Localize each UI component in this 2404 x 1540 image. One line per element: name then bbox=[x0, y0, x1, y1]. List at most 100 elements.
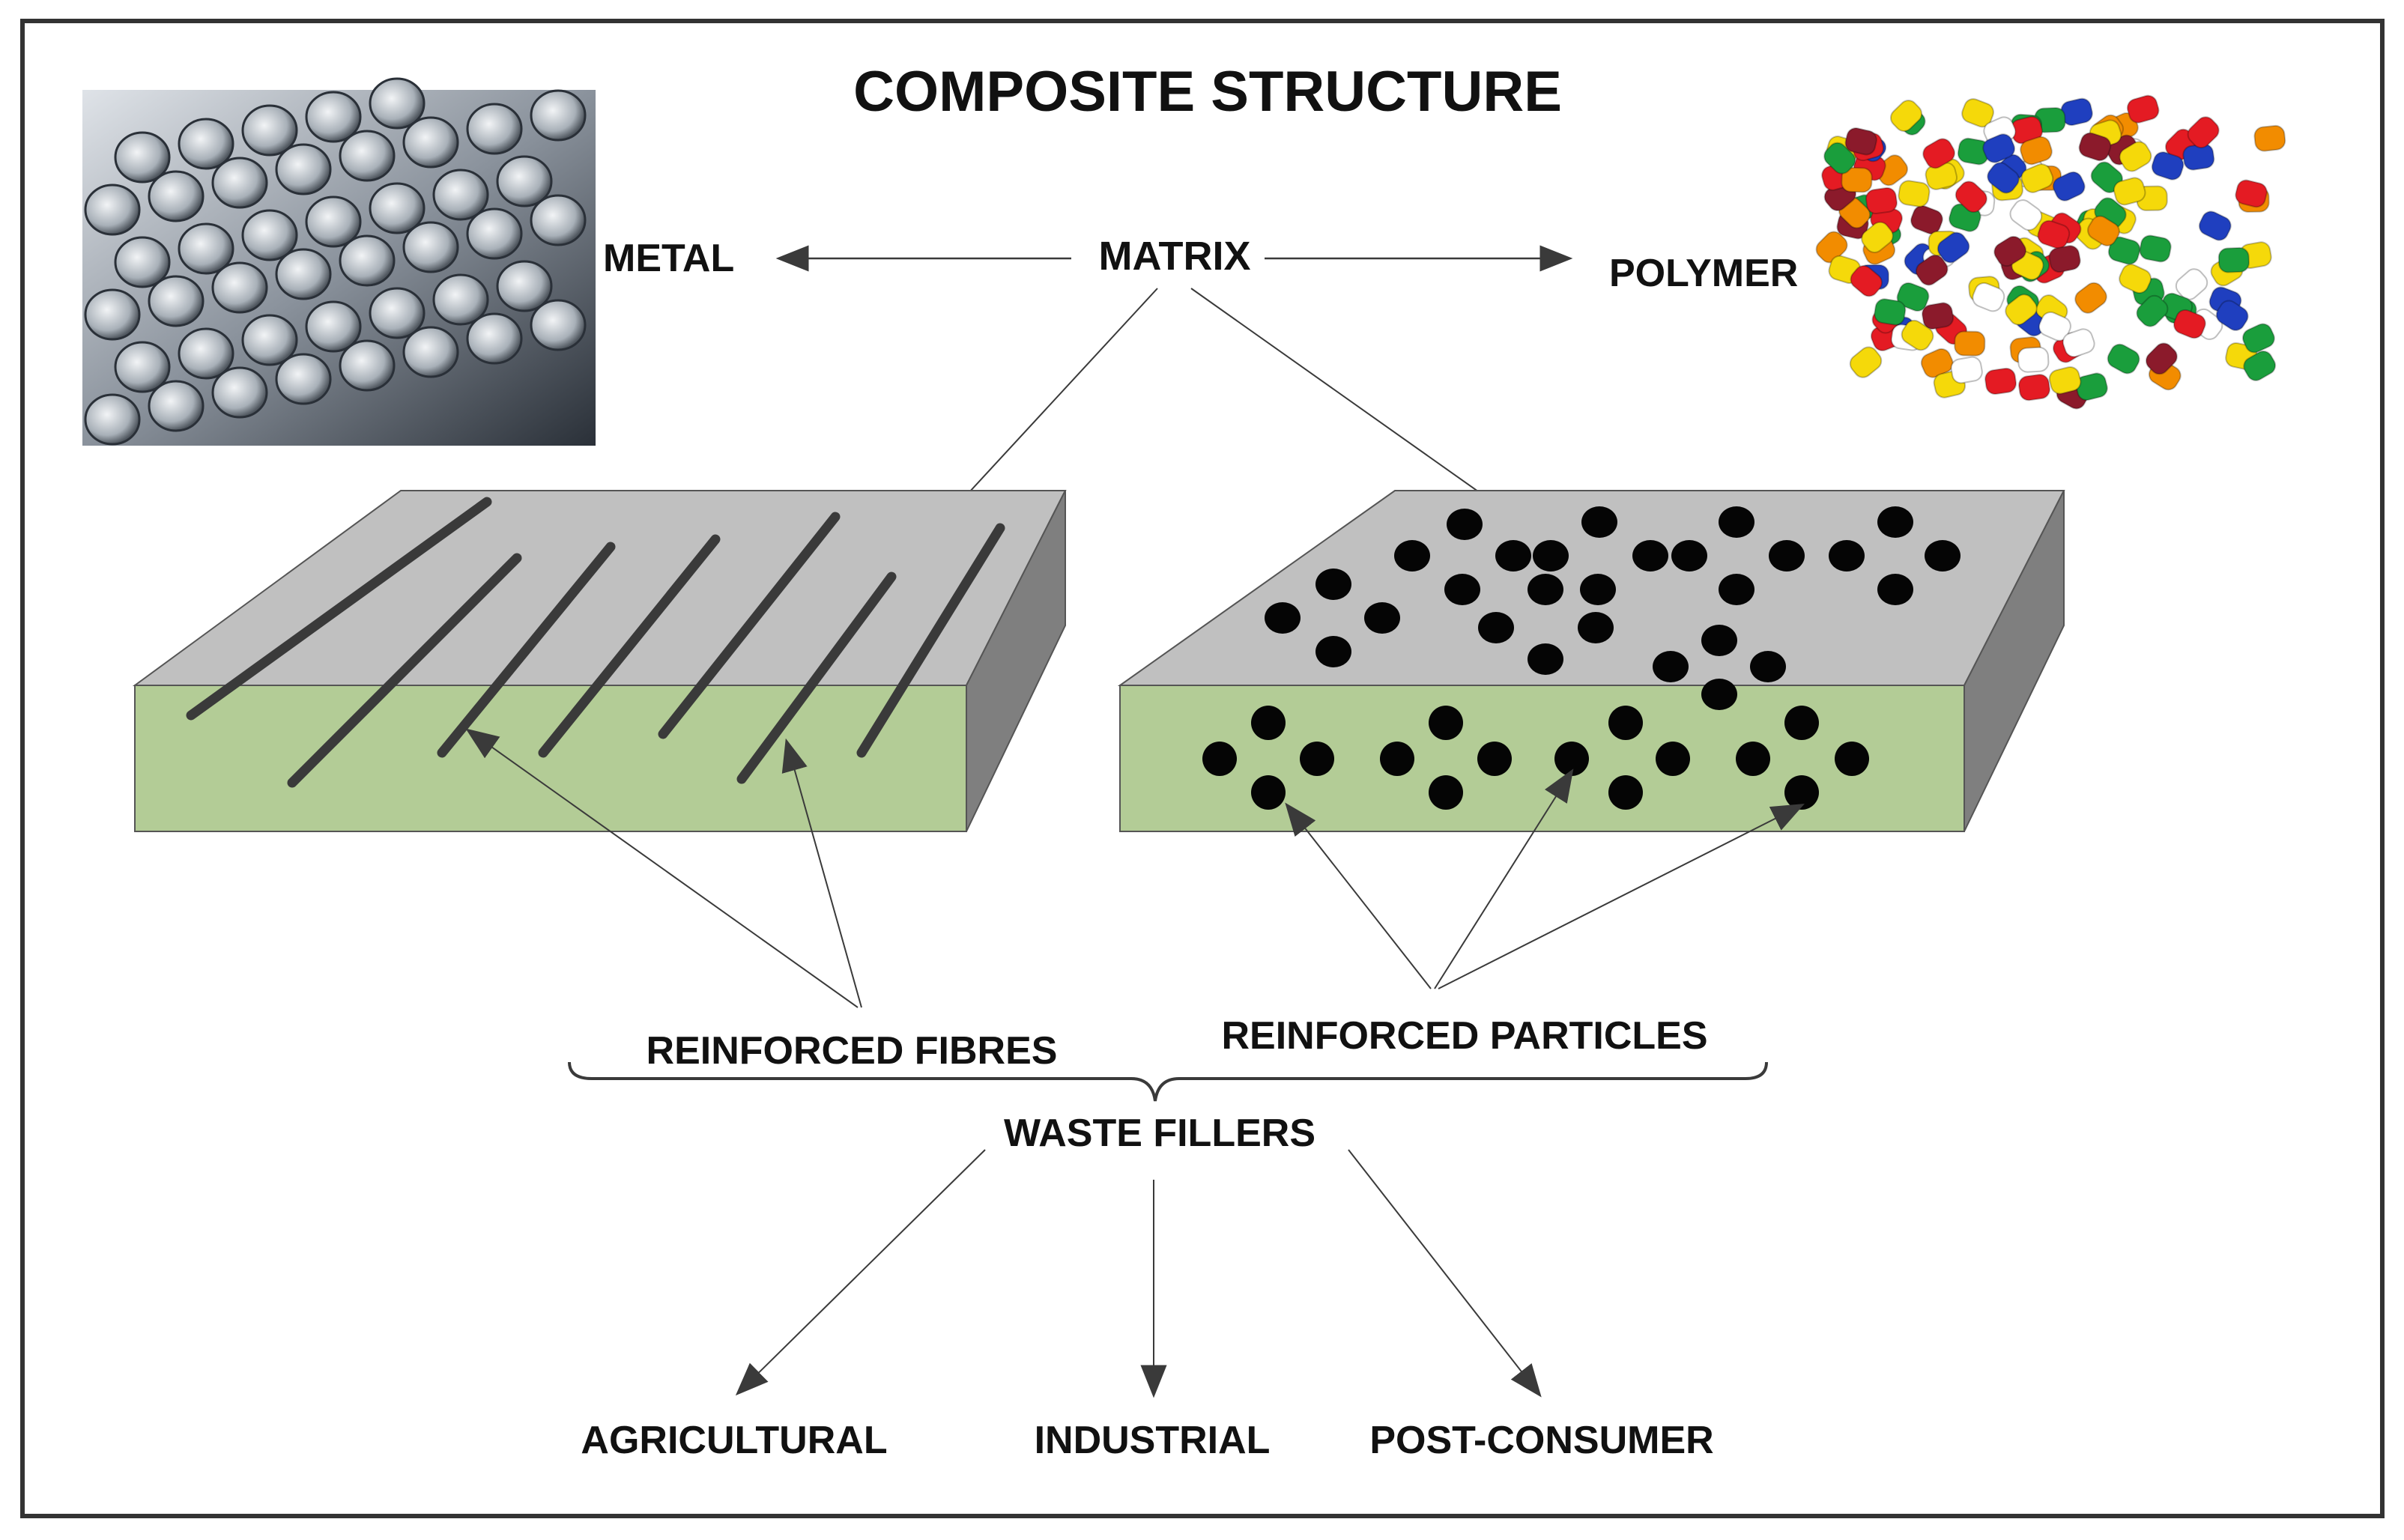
particle bbox=[1444, 574, 1480, 605]
metal-rod-end bbox=[466, 312, 523, 365]
polymer-pellet bbox=[1874, 298, 1907, 326]
polymer-pellet bbox=[2187, 116, 2220, 149]
metal-rod-end bbox=[369, 77, 426, 130]
polymer-pellet bbox=[1984, 367, 2017, 395]
metal-rod-end bbox=[339, 130, 396, 182]
particle bbox=[1835, 742, 1869, 776]
polymer-pellet bbox=[1898, 180, 1931, 207]
metal-rod-end bbox=[275, 353, 332, 405]
polymer-pellet bbox=[1954, 330, 1986, 357]
polymer-pellet bbox=[1955, 181, 1987, 213]
particle bbox=[1671, 540, 1707, 572]
polymer-pellet bbox=[2139, 234, 2172, 263]
polymer-pellet bbox=[2126, 94, 2160, 124]
metal-rods-photo bbox=[82, 77, 596, 446]
polymer-pellet bbox=[1815, 231, 1848, 264]
diagram-border bbox=[20, 19, 2385, 1518]
metal-rod-end bbox=[496, 260, 553, 312]
metal-rod-end bbox=[211, 261, 268, 314]
polymer-pellet bbox=[2241, 323, 2275, 354]
particle bbox=[1265, 602, 1301, 634]
polymer-pellet bbox=[2173, 309, 2206, 339]
particle bbox=[1202, 742, 1237, 776]
polymer-pellet bbox=[1865, 187, 1898, 215]
waste-fillers-label: WASTE FILLERS bbox=[1004, 1112, 1315, 1155]
polymer-pellet bbox=[1961, 98, 1994, 128]
particles-label-arrow-3 bbox=[1438, 804, 1805, 989]
polymer-pellets-photo bbox=[1815, 90, 2286, 410]
polymer-pellet bbox=[2078, 132, 2112, 162]
particle bbox=[1632, 540, 1668, 572]
metal-rod-end bbox=[211, 157, 268, 209]
polymer-pellet bbox=[1922, 302, 1955, 330]
polymer-pellet bbox=[2005, 294, 2038, 326]
metal-rod-end bbox=[241, 209, 298, 261]
metal-label: METAL bbox=[603, 237, 734, 280]
particle bbox=[1533, 540, 1569, 572]
particle bbox=[1447, 509, 1483, 540]
metal-rod-end bbox=[178, 222, 234, 275]
polymer-pellet bbox=[2243, 350, 2277, 381]
metal-rod-end bbox=[305, 195, 362, 248]
metal-rod-end bbox=[402, 116, 459, 169]
polymer-pellet bbox=[2038, 311, 2071, 342]
metal-rod-end bbox=[241, 314, 298, 366]
polymer-pellet bbox=[1841, 166, 1873, 193]
metal-rod-end bbox=[178, 118, 234, 170]
metal-rod-end bbox=[530, 194, 587, 246]
waste-fillers-brace bbox=[568, 1061, 1768, 1102]
metal-rod-end bbox=[339, 234, 396, 287]
metal-rod-end bbox=[466, 103, 523, 155]
polymer-pellet bbox=[2145, 342, 2178, 375]
polymer-pellet bbox=[2074, 282, 2107, 314]
polymer-pellet bbox=[1993, 235, 2027, 267]
reinforcing-fibre bbox=[856, 523, 1005, 758]
polymer-pellet bbox=[2175, 268, 2208, 300]
metal-rod-end bbox=[114, 236, 171, 288]
industrial-label: INDUSTRIAL bbox=[1035, 1419, 1271, 1462]
metal-rod-end bbox=[496, 155, 553, 207]
particle bbox=[1719, 506, 1754, 538]
polymer-pellet bbox=[2052, 171, 2086, 201]
particle bbox=[1580, 574, 1616, 605]
polymer-pellet bbox=[2217, 246, 2250, 273]
polymer-pellet bbox=[2048, 366, 2082, 395]
polymer-pellet bbox=[2017, 374, 2050, 401]
metal-rod-end bbox=[148, 275, 205, 327]
reinforced-fibres-label: REINFORCED FIBRES bbox=[647, 1029, 1058, 1073]
metal-rod-end bbox=[530, 89, 587, 142]
polymer-pellet bbox=[2235, 179, 2268, 208]
metal-rod-end bbox=[402, 326, 459, 378]
polymer-pellet bbox=[1823, 142, 1856, 175]
particle bbox=[1608, 706, 1643, 740]
polymer-pellet bbox=[1937, 231, 1970, 264]
metal-rod-end bbox=[369, 287, 426, 339]
particle bbox=[1478, 612, 1514, 643]
metal-rod-end bbox=[466, 207, 523, 260]
polymer-pellet bbox=[1950, 356, 1983, 384]
metal-rod-end bbox=[275, 248, 332, 300]
polymer-pellet bbox=[1982, 133, 2016, 163]
particle bbox=[1315, 569, 1351, 600]
metal-rod-end bbox=[241, 104, 298, 157]
polymer-pellet bbox=[2198, 210, 2232, 241]
reinforcing-fibre bbox=[658, 512, 841, 739]
polymer-pellet bbox=[2037, 219, 2071, 249]
polymer-pellet bbox=[1861, 221, 1894, 253]
polymer-pellet bbox=[1850, 264, 1883, 297]
polymer-pellet bbox=[2113, 177, 2146, 206]
particle bbox=[1528, 643, 1563, 675]
particle bbox=[1394, 540, 1430, 572]
particle bbox=[1578, 612, 1614, 643]
metal-rod-end bbox=[148, 170, 205, 222]
particle bbox=[1364, 602, 1400, 634]
metal-rod-end bbox=[84, 288, 141, 341]
polymer-pellet bbox=[2062, 328, 2095, 358]
waste-to-agricultural-arrow bbox=[735, 1149, 986, 1396]
particles-label-arrow-2 bbox=[1434, 769, 1574, 989]
particle bbox=[1701, 679, 1737, 710]
polymer-pellet bbox=[1849, 346, 1883, 378]
metal-rod-end bbox=[432, 169, 489, 221]
polymer-pellet bbox=[2017, 346, 2050, 373]
particle bbox=[1736, 742, 1770, 776]
